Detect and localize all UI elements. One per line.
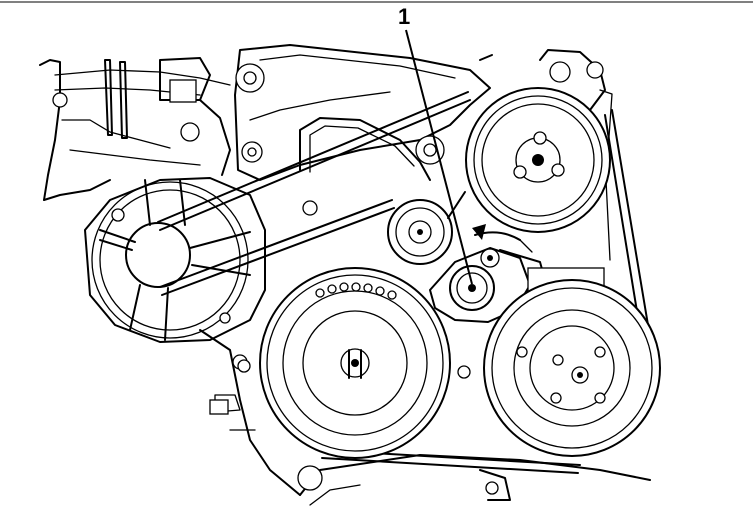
ac-compressor-pulley [483,279,661,457]
crankshaft-balancer [237,267,471,459]
water-pump-pulley [465,87,611,233]
callout-1-leader-line [405,29,473,285]
callout-1-label: 1 [398,4,410,29]
engine-block-outline [39,44,651,506]
generator [84,177,266,343]
callout-1: 1 [398,4,473,285]
idler-pulley [387,199,453,265]
drive-belt [157,91,649,474]
